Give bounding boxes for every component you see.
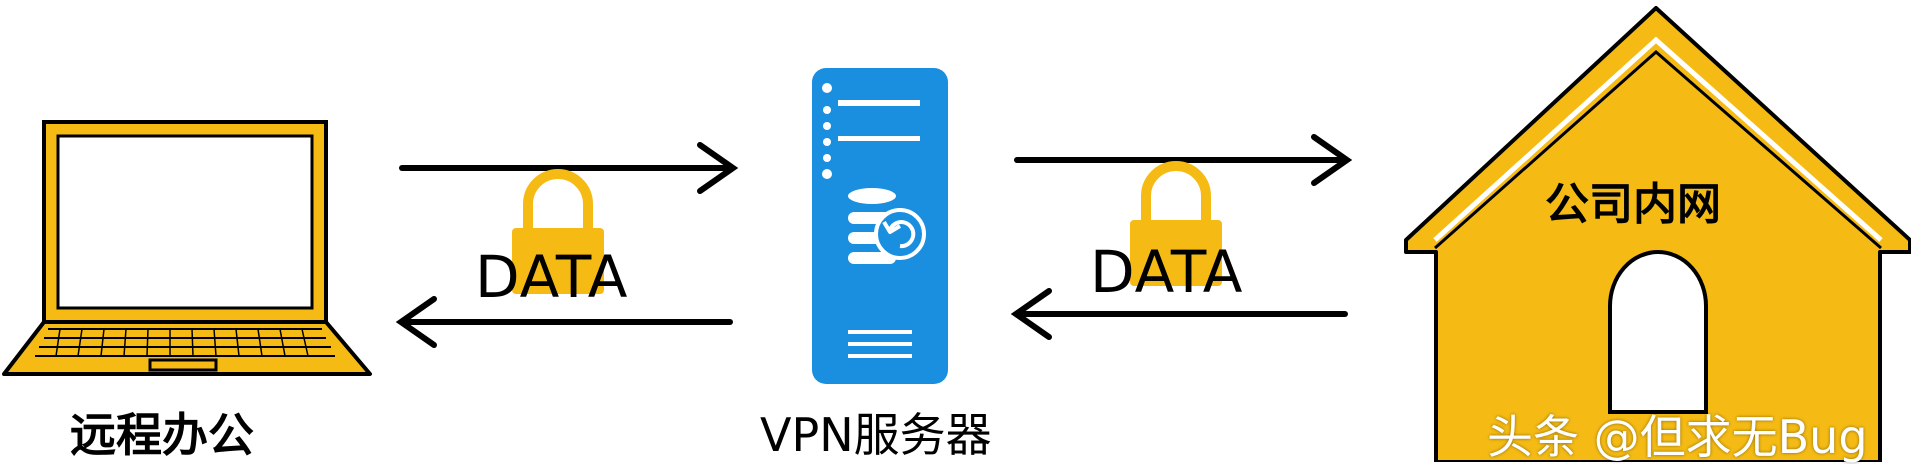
- server-icon: [812, 68, 948, 384]
- laptop-label: 远程办公: [70, 408, 254, 462]
- data-label-right: DATA: [1090, 238, 1244, 306]
- lock-icon: [1130, 161, 1222, 286]
- server-label: VPN服务器: [760, 408, 992, 462]
- laptop-icon: [2, 120, 372, 376]
- arrow-left-icon: [1010, 288, 1348, 340]
- watermark-text: 头条 @但求无Bug: [1487, 410, 1868, 464]
- arrow-right-icon: [1014, 134, 1353, 186]
- data-label-left: DATA: [475, 243, 629, 311]
- arrow-left-icon: [395, 296, 733, 348]
- house-icon: [1404, 6, 1911, 462]
- arrow-right-icon: [399, 142, 739, 194]
- lock-icon: [512, 169, 604, 294]
- house-label: 公司内网: [1545, 179, 1721, 230]
